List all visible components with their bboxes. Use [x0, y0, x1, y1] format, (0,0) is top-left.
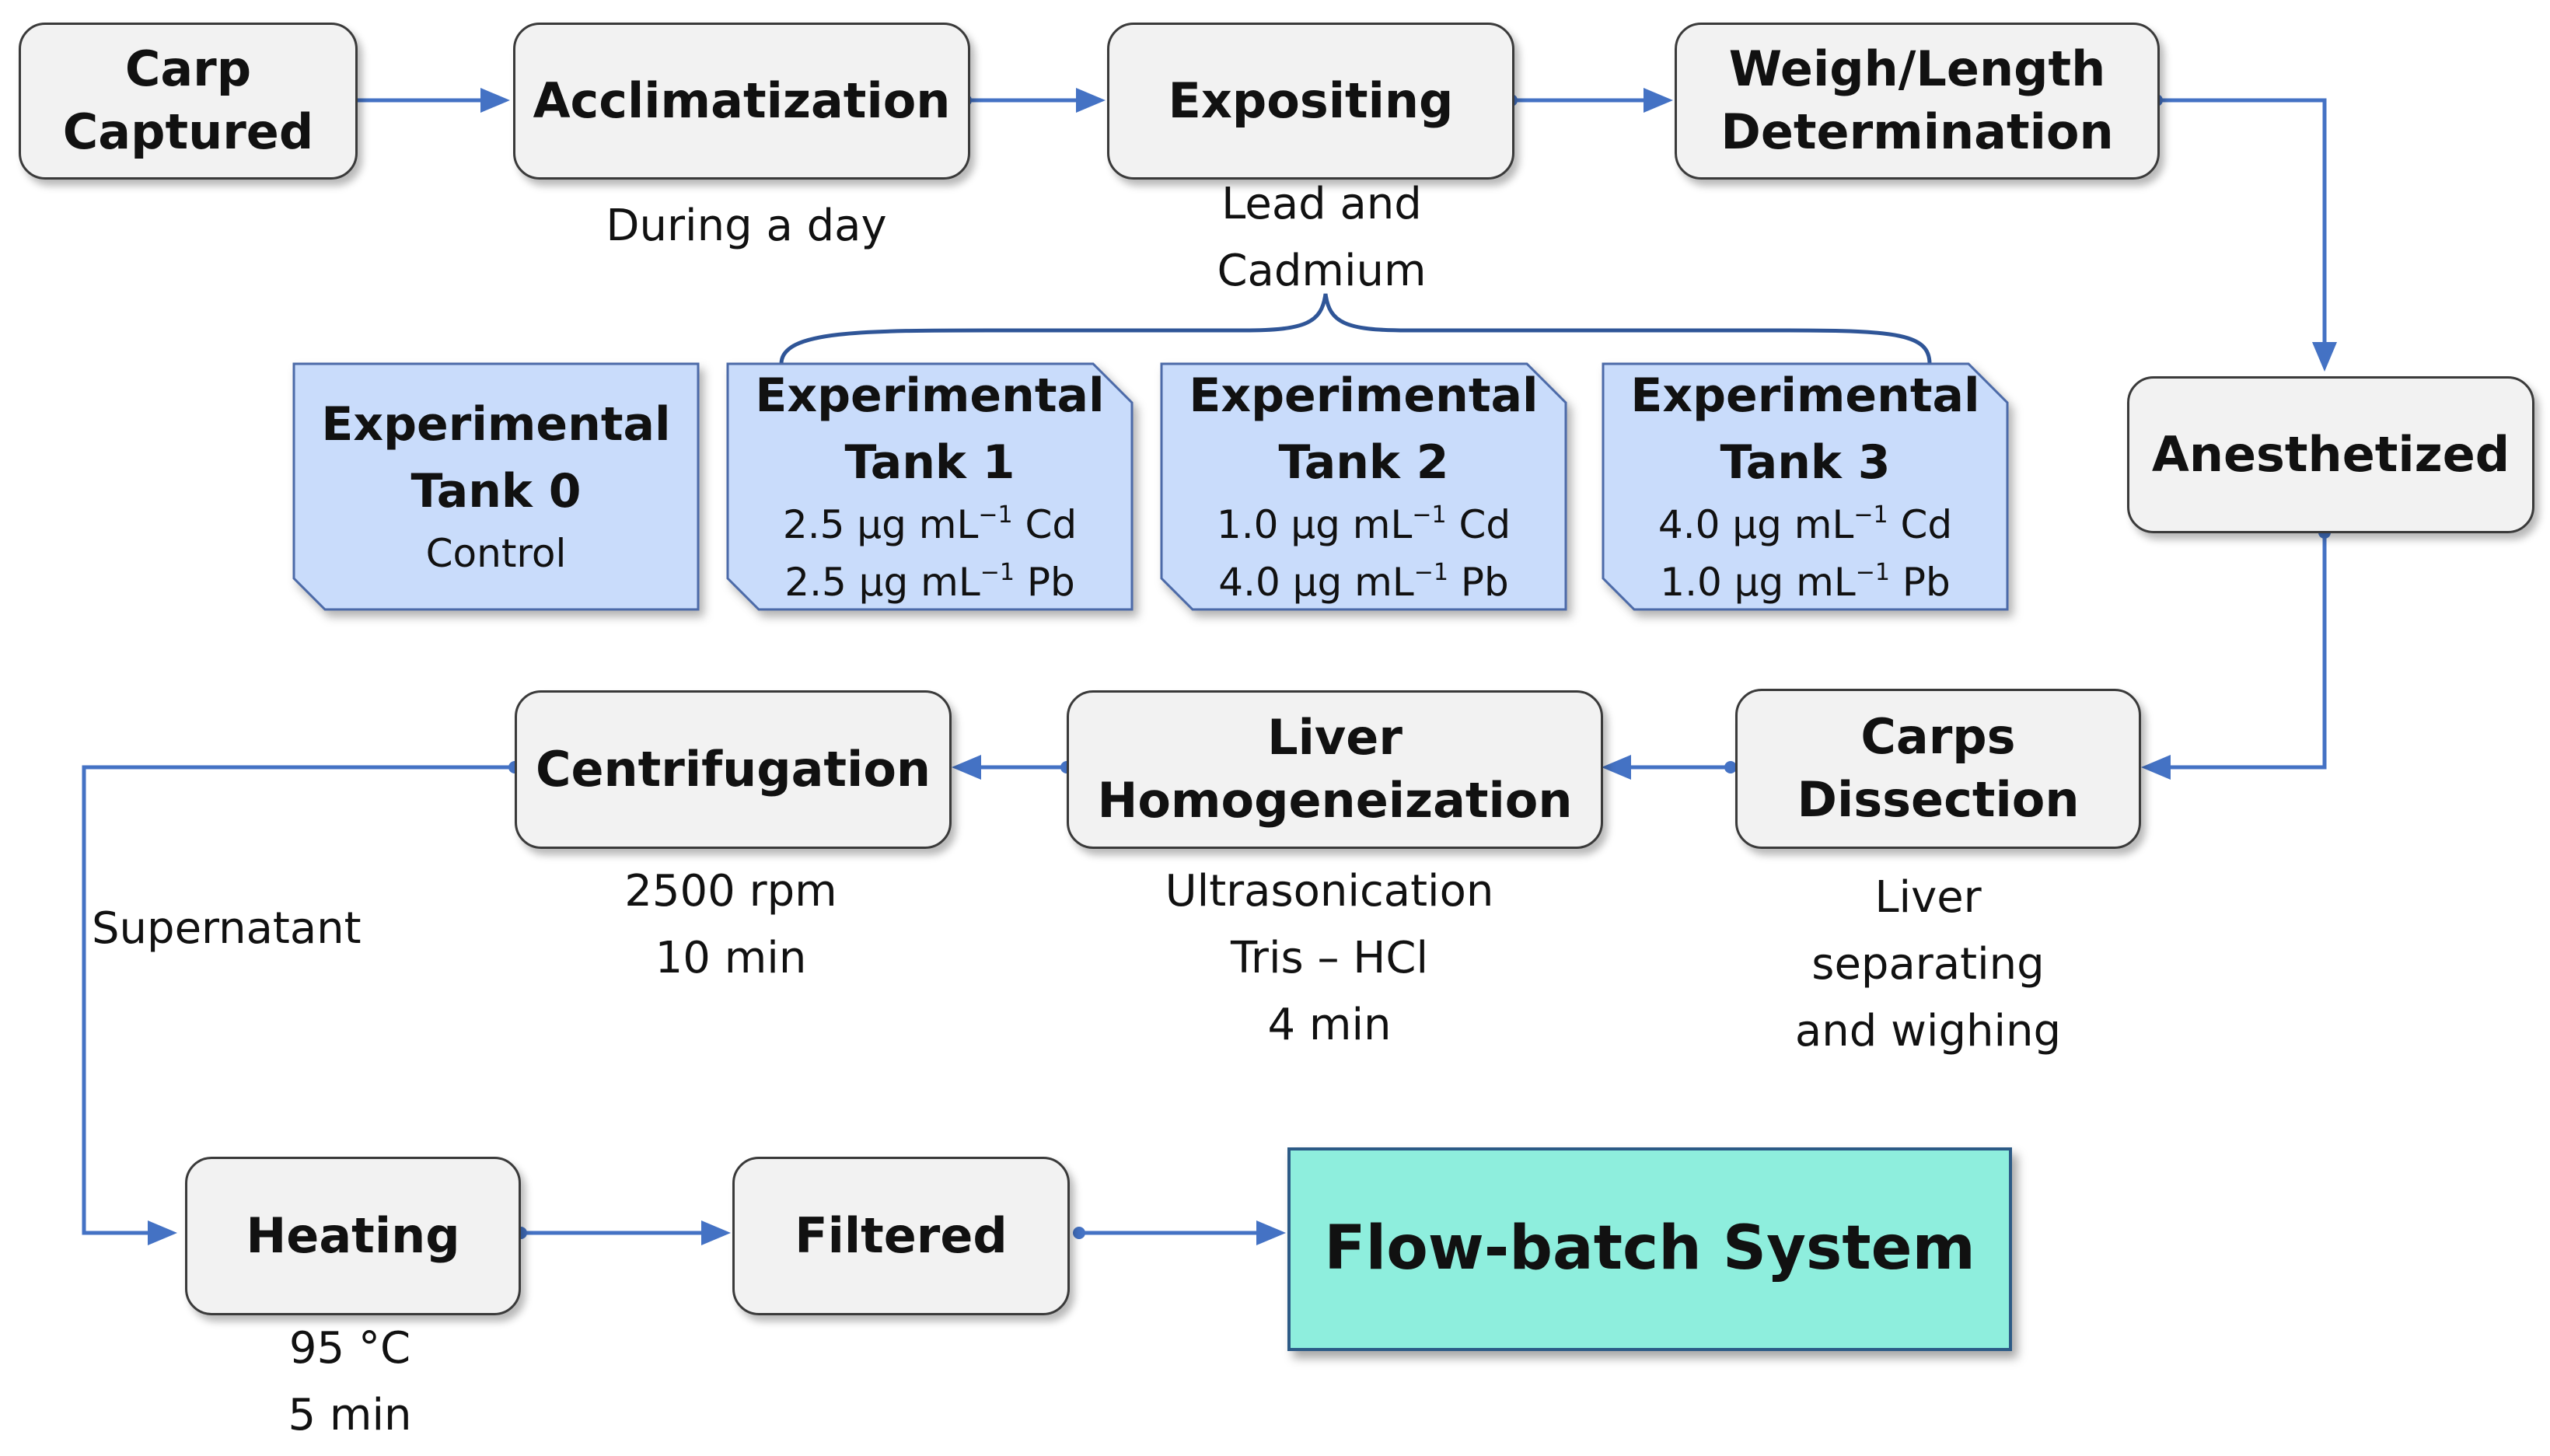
tank-title: Experimental: [1189, 368, 1539, 423]
note-line: During a day: [606, 201, 887, 251]
arrow-centrifugation-to-heating: [82, 765, 515, 1235]
note-line: Cadmium: [1217, 246, 1427, 296]
tank-2-shape: [1160, 362, 1567, 611]
tank-2: Experimental Tank 2 1.0 µg mL−1 Cd 4.0 µ…: [1160, 362, 1567, 611]
tank-title: Tank 3: [1720, 435, 1891, 490]
note-line: 4 min: [1267, 1000, 1392, 1050]
arrow-anesthetized-to-dissection: [2169, 532, 2327, 770]
tank-3: Experimental Tank 3 4.0 µg mL−1 Cd 1.0 µ…: [1602, 362, 2009, 611]
step-label: Anesthetized: [2151, 425, 2510, 483]
arrowhead: [1602, 755, 1631, 780]
step-liver-homogeneization: Liver Homogeneization: [1067, 690, 1603, 849]
arrowhead: [2312, 342, 2337, 372]
connector-dot: [1073, 1227, 1085, 1239]
step-anesthetized: Anesthetized: [2127, 376, 2534, 533]
tank-pb-concentration: 4.0 µg mL−1 Pb: [1218, 559, 1509, 605]
tank-title: Tank 2: [1278, 435, 1449, 490]
tank-cd-concentration: 2.5 µg mL−1 Cd: [782, 501, 1078, 547]
tank-3-shape: [1602, 362, 2009, 611]
tank-title: Experimental: [755, 368, 1105, 423]
note-line: 2500 rpm: [624, 866, 837, 917]
arrowhead: [701, 1220, 731, 1245]
step-label: Dissection: [1797, 771, 2080, 828]
arrowhead: [1644, 88, 1673, 113]
note-line: Supernatant: [92, 903, 362, 954]
step-flow-batch-system: Flow-batch System: [1287, 1147, 2012, 1351]
note-line: Tris – HCl: [1230, 933, 1429, 983]
arrowhead: [952, 755, 981, 780]
tank-title: Tank 1: [844, 435, 1015, 490]
arrow-weigh-to-anesthetized: [2157, 98, 2327, 344]
arrowhead: [148, 1220, 177, 1245]
note-acclimatization: During a day: [544, 193, 948, 260]
arrowhead: [1256, 1220, 1286, 1245]
tank-subtitle: Control: [425, 531, 567, 576]
arrowhead: [480, 88, 510, 113]
step-centrifugation: Centrifugation: [515, 690, 952, 849]
tank-0-shape: [292, 362, 700, 611]
step-filtered: Filtered: [732, 1157, 1070, 1315]
step-label: Flow-batch System: [1324, 1213, 1975, 1284]
tank-cd-concentration: 4.0 µg mL−1 Cd: [1658, 501, 1953, 547]
tank-1: Experimental Tank 1 2.5 µg mL−1 Cd 2.5 µ…: [726, 362, 1134, 611]
step-label: Acclimatization: [533, 72, 951, 129]
note-line: separating: [1811, 939, 2045, 990]
tank-pb-concentration: 2.5 µg mL−1 Pb: [784, 559, 1075, 605]
arrowhead: [1076, 88, 1106, 113]
tanks-brace: [779, 293, 1932, 365]
note-expositing: Lead and Cadmium: [1127, 171, 1516, 305]
step-carp-captured: Carp Captured: [19, 23, 358, 180]
step-carps-dissection: Carps Dissection: [1735, 689, 2141, 849]
step-label: Filtered: [795, 1206, 1008, 1264]
step-label: Determination: [1720, 103, 2114, 160]
step-label: Centrifugation: [535, 740, 931, 798]
note-supernatant: Supernatant: [92, 896, 387, 962]
tank-1-shape: [726, 362, 1134, 611]
step-label: Carp: [124, 40, 252, 98]
note-line: 10 min: [655, 933, 807, 983]
note-line: Ultrasonication: [1165, 866, 1494, 917]
note-heating: 95 °C 5 min: [202, 1315, 498, 1449]
step-weigh-length: Weigh/Length Determination: [1675, 23, 2160, 180]
note-carps-dissection: Liver separating and wighing: [1735, 864, 2121, 1065]
step-label: Expositing: [1168, 72, 1454, 129]
note-centrifugation: 2500 rpm 10 min: [536, 858, 925, 992]
tank-title: Experimental: [321, 397, 671, 452]
note-line: 5 min: [288, 1390, 412, 1440]
tank-title: Experimental: [1630, 368, 1980, 423]
step-heating: Heating: [185, 1157, 521, 1315]
note-line: Lead and: [1221, 179, 1422, 229]
step-label: Captured: [62, 103, 314, 160]
arrowhead: [2141, 755, 2171, 780]
tank-0: Experimental Tank 0 Control: [292, 362, 700, 611]
tank-pb-concentration: 1.0 µg mL−1 Pb: [1660, 559, 1951, 605]
note-line: 95 °C: [288, 1323, 411, 1374]
step-label: Carps: [1860, 708, 2016, 766]
connector-dot: [1724, 761, 1737, 773]
note-liver-homogeneization: Ultrasonication Tris – HCl 4 min: [1096, 858, 1563, 1059]
tank-cd-concentration: 1.0 µg mL−1 Cd: [1216, 501, 1511, 547]
step-label: Homogeneization: [1097, 772, 1573, 829]
step-label: Weigh/Length: [1728, 40, 2106, 98]
step-expositing: Expositing: [1107, 23, 1514, 180]
step-acclimatization: Acclimatization: [513, 23, 970, 180]
tank-title: Tank 0: [410, 464, 582, 519]
note-line: and wighing: [1794, 1006, 2062, 1056]
step-label: Heating: [246, 1206, 460, 1264]
note-line: Liver: [1874, 872, 1982, 923]
step-label: Liver: [1267, 709, 1402, 766]
